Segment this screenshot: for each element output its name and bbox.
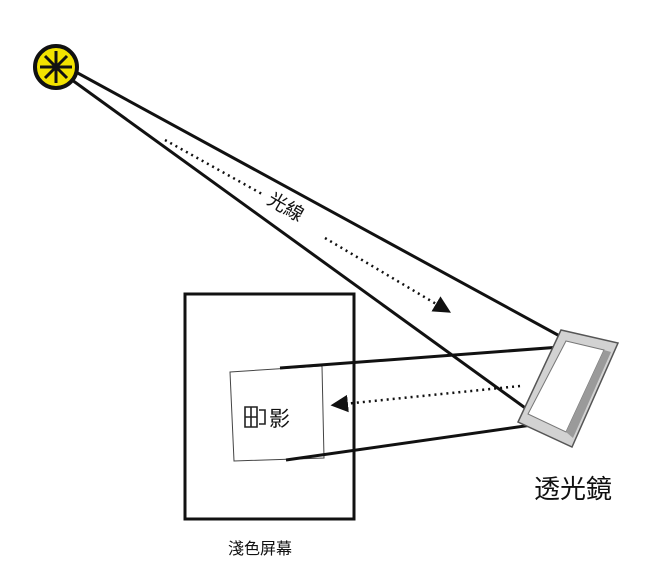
lens-label: 透光鏡 xyxy=(534,475,612,505)
sun-icon xyxy=(33,44,79,90)
screen: 影 xyxy=(183,292,356,521)
lens: 透光鏡 xyxy=(517,329,620,505)
beam-lower-edge xyxy=(71,78,547,425)
screen-label: 淺色屏幕 xyxy=(228,539,292,558)
reflected-lower-edge xyxy=(285,421,547,462)
light-direction-arrow xyxy=(164,138,263,196)
shadow-glyph-box xyxy=(244,406,266,428)
lens-side-shade xyxy=(566,350,611,438)
beam-upper-edge xyxy=(73,69,579,348)
reflected-direction-arrow xyxy=(330,384,521,413)
reflected-upper-edge xyxy=(279,344,575,370)
shadow-label: 影 xyxy=(269,407,290,431)
reflected-beam xyxy=(279,344,575,462)
